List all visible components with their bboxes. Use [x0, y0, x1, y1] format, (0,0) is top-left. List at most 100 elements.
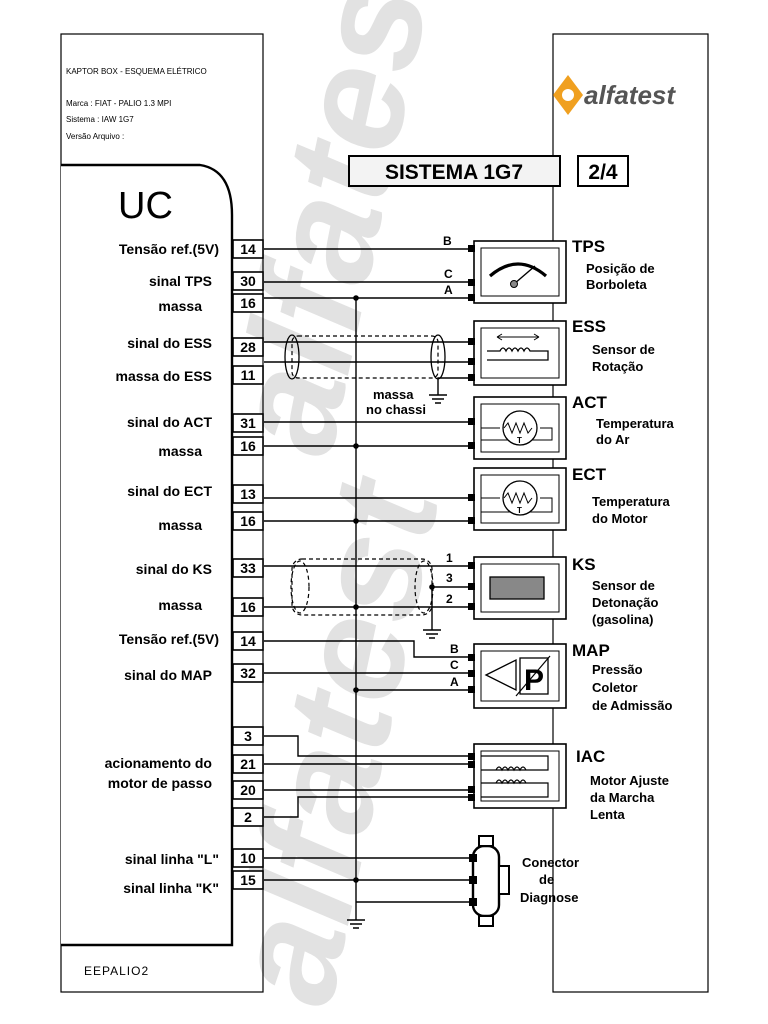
- diagnose-connector: [469, 835, 510, 927]
- ks-shield-end-right: [414, 560, 434, 614]
- label-acionamento-2: motor de passo: [108, 775, 212, 791]
- wire-letter-ks-2: 2: [446, 592, 453, 606]
- pin-10: 10: [232, 848, 264, 868]
- ks-shield: [291, 558, 433, 616]
- pin-number: 10: [240, 850, 256, 866]
- map-code: MAP: [572, 641, 610, 660]
- act-sensor: T: [468, 396, 567, 460]
- map-symbol: P: [524, 664, 544, 697]
- pin-16d: 16: [232, 597, 264, 617]
- ground-symbols: [347, 394, 447, 929]
- wire-ess-shield-ground: [437, 377, 469, 395]
- ect-code: ECT: [572, 465, 607, 484]
- label-acionamento-1: acionamento do: [105, 755, 212, 771]
- label-massa-4: massa: [158, 597, 202, 613]
- ess-desc-2: Rotação: [592, 359, 643, 374]
- label-sinal-map: sinal do MAP: [124, 667, 212, 683]
- ks-code: KS: [572, 555, 596, 574]
- junction-dot: [353, 877, 359, 883]
- ks-shielded-cable: [290, 558, 434, 616]
- wire-letter-map-b: B: [450, 642, 459, 656]
- label-massa-3: massa: [158, 517, 202, 533]
- header-system: Sistema : IAW 1G7: [66, 115, 134, 124]
- junctions: [353, 295, 435, 883]
- ground-icon: [429, 394, 447, 404]
- ks-shield-end-left: [290, 560, 310, 614]
- wire-letter-tps-a: A: [444, 283, 453, 297]
- footer-code: EEPALIO2: [84, 964, 149, 978]
- ground-icon: [423, 629, 441, 639]
- tps-sensor: [468, 240, 567, 304]
- wire-letter-map-a: A: [450, 675, 459, 689]
- diag-desc-2: de: [539, 872, 554, 887]
- pin-number: 16: [240, 295, 256, 311]
- header-title: KAPTOR BOX - ESQUEMA ELÉTRICO: [66, 67, 207, 76]
- act-desc-2: do Ar: [596, 432, 629, 447]
- pin-number: 33: [240, 560, 256, 576]
- map-desc-3: de Admissão: [592, 698, 672, 713]
- pin-30: 30: [232, 271, 264, 291]
- junction-dot: [353, 295, 359, 301]
- label-massa-ess: massa do ESS: [116, 368, 213, 384]
- pin-number: 28: [240, 339, 256, 355]
- system-title: SISTEMA 1G7: [385, 161, 523, 184]
- ess-shield-end-left: [284, 334, 300, 380]
- junction-dot: [353, 518, 359, 524]
- system-title-box: [348, 155, 561, 187]
- label-sinal-act: sinal do ACT: [127, 414, 212, 430]
- pin-11: 11: [232, 365, 264, 385]
- label-linha-l: sinal linha "L": [125, 851, 219, 867]
- pin-number: 16: [240, 599, 256, 615]
- ks-element-icon: [489, 576, 545, 600]
- iac-box: [473, 743, 567, 809]
- pin-14b: 14: [232, 631, 264, 651]
- wire-letter-ks-1: 1: [446, 551, 453, 565]
- ess-desc-1: Sensor de: [592, 342, 655, 357]
- pin-number: 3: [244, 728, 252, 744]
- label-massa-1: massa: [158, 298, 202, 314]
- ess-coil-icon: [487, 347, 549, 361]
- pin-16a: 16: [232, 293, 264, 313]
- pin-14a: 14: [232, 239, 264, 259]
- ks-sensor: [468, 556, 567, 620]
- header-version: Versão Arquivo :: [66, 132, 124, 141]
- pin-16c: 16: [232, 511, 264, 531]
- pin-number: 16: [240, 513, 256, 529]
- iac-desc-3: Lenta: [590, 807, 625, 822]
- ess-shielded-cable: [284, 334, 446, 380]
- wire-letter-map-c: C: [450, 658, 459, 672]
- wire-map-14: [264, 640, 469, 658]
- wire-letter-ks-3: 3: [446, 571, 453, 585]
- label-sinal-tps: sinal TPS: [149, 273, 212, 289]
- wire-letter-tps-b: B: [443, 234, 452, 248]
- pin-number: 30: [240, 273, 256, 289]
- uc-module: [61, 163, 234, 947]
- wire-letter-tps-c: C: [444, 267, 453, 281]
- pin-21: 21: [232, 754, 264, 774]
- pin-number: 21: [240, 756, 256, 772]
- logo-text: alfatest: [584, 80, 676, 110]
- pin-20: 20: [232, 780, 264, 800]
- iac-coil-icon-2: [481, 779, 549, 798]
- map-desc-2: Coletor: [592, 680, 638, 695]
- pin-number: 2: [244, 809, 252, 825]
- pin-28: 28: [232, 337, 264, 357]
- map-desc-1: Pressão: [592, 662, 643, 677]
- act-symbol: T: [517, 436, 522, 445]
- label-massa-2: massa: [158, 443, 202, 459]
- ks-desc-2: Detonação: [592, 595, 659, 610]
- ect-desc-1: Temperatura: [592, 494, 671, 509]
- ect-desc-2: do Motor: [592, 511, 648, 526]
- pin-15: 15: [232, 870, 264, 890]
- pin-31: 31: [232, 413, 264, 433]
- watermark-text-1: alfatest: [197, 0, 472, 467]
- act-desc-1: Temperatura: [596, 416, 675, 431]
- pin-boxes: 14 30 16 28 11 31 16 13 16 33 16 14 32 3…: [232, 239, 264, 890]
- iac-actuator: [468, 743, 567, 809]
- iac-desc-1: Motor Ajuste: [590, 773, 669, 788]
- ks-desc-1: Sensor de: [592, 578, 655, 593]
- ess-box: [473, 320, 567, 386]
- uc-title: UC: [118, 185, 173, 227]
- act-code: ACT: [572, 393, 608, 412]
